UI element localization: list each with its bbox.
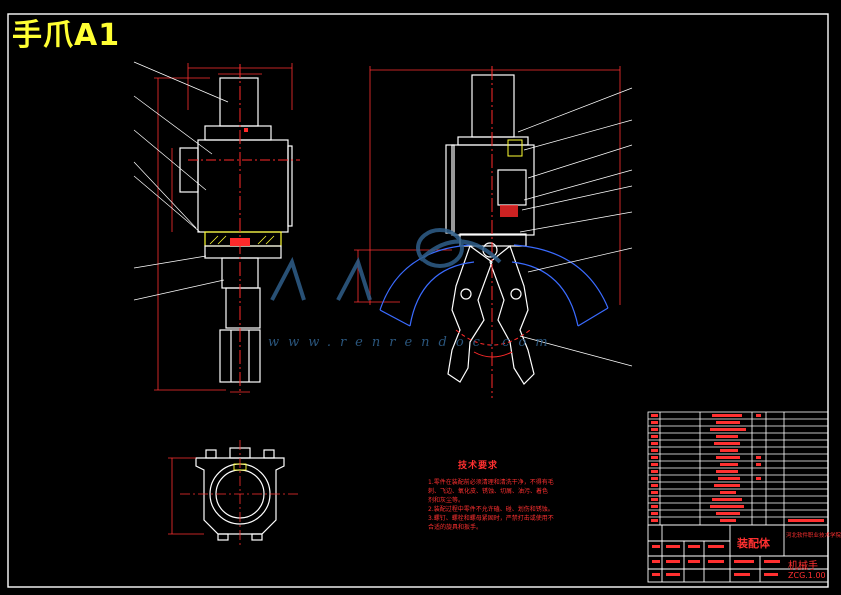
finger-swing-arcs (379, 244, 609, 327)
parts-list-text-marks (651, 414, 824, 522)
watermark-logo (270, 228, 502, 301)
drawing-title: 手爪A1 (12, 18, 121, 53)
front-view-hatch (209, 235, 275, 245)
tech-requirement-line: 剂和灰尘等。 (428, 497, 465, 504)
front-view-centerlines (188, 64, 300, 395)
tech-requirements-title: 技术要求 (458, 461, 499, 471)
tech-requirement-line: 刺、飞边、氧化皮、锈蚀、切屑、油污、着色 (428, 488, 549, 495)
section-view-leaders (517, 87, 633, 367)
tech-requirement-line: 合适的旋具和扳手。 (428, 524, 483, 531)
tech-requirement-line: 2.装配过程中零件不允许磕、碰、划伤和锈蚀。 (428, 506, 554, 513)
title-block-school: 河北软件职业技术学院 (786, 533, 841, 539)
title-block-assembly: 装配体 (737, 537, 770, 550)
section-view-dimensions (354, 66, 621, 305)
parts-list (647, 411, 829, 526)
title-block (647, 524, 829, 583)
title-block-drawing-number: ZCG.1.00 (788, 571, 826, 580)
title-block-part-name: 机械手 (788, 561, 818, 572)
drawing-border (7, 13, 829, 588)
bottom-view-dimensions (168, 440, 300, 548)
front-view-leaders (133, 61, 229, 301)
tech-requirement-line: 1.零件在装配前必须清理和清洗干净，不得有毛 (428, 479, 554, 486)
watermark-url: www.renrendoc.com (268, 335, 557, 350)
section-view-details (455, 66, 531, 398)
tech-requirement-line: 3.螺钉、螺栓和螺母紧固时，严禁打击或使用不 (428, 515, 554, 522)
title-block-text-marks (652, 545, 780, 576)
